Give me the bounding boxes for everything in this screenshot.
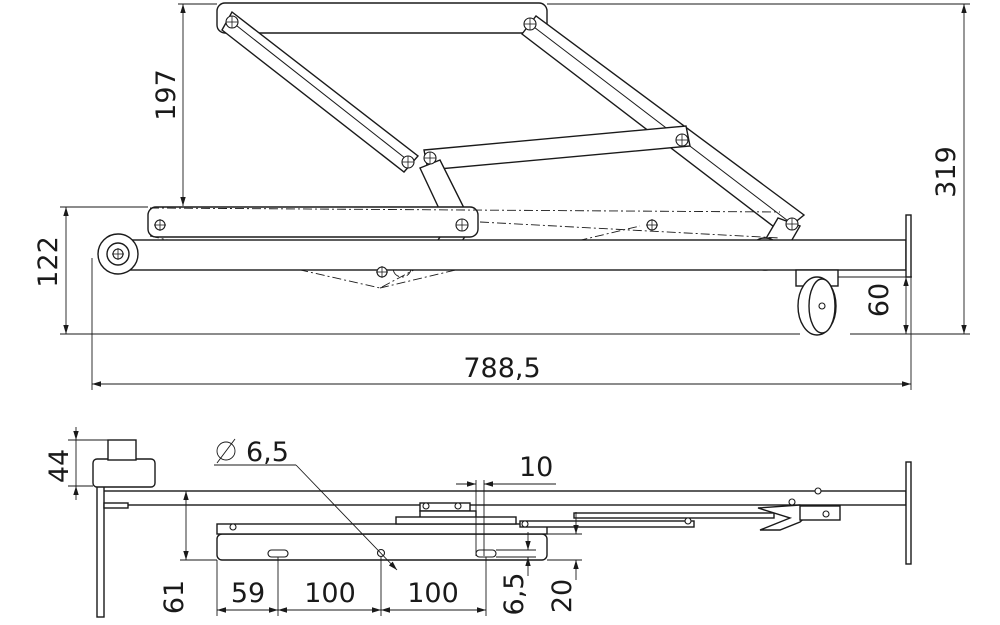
plan-linkage <box>229 487 841 531</box>
dim-319: 319 <box>547 3 970 335</box>
side-view: 197 319 122 60 788,5 <box>33 2 970 390</box>
dim-59-label: 59 <box>231 578 265 609</box>
dim-122-label: 122 <box>33 236 64 288</box>
dim-60-label: 60 <box>864 283 895 317</box>
dim-10-label: 10 <box>519 452 553 483</box>
dim-slot-width-label: 6,5 <box>499 573 530 616</box>
plan-view: 44 6,5 10 61 <box>44 427 912 618</box>
dim-100-a-label: 100 <box>304 578 356 609</box>
base-bar <box>109 239 907 271</box>
dim-20: 20 <box>547 512 582 613</box>
dim-hole-label: 6,5 <box>246 437 289 468</box>
dim-44-label: 44 <box>44 449 75 483</box>
dim-788-5: 788,5 <box>91 258 912 390</box>
dim-197: 197 <box>151 3 217 206</box>
dim-788-5-label: 788,5 <box>463 353 540 384</box>
plan-left-bracket <box>92 439 156 618</box>
dim-61-label: 61 <box>159 580 190 614</box>
end-plate <box>905 214 912 278</box>
dim-122: 122 <box>33 206 800 335</box>
plan-plate-flange <box>216 523 548 535</box>
dim-chain: 59 100 100 <box>216 557 487 616</box>
slot-right <box>475 549 497 558</box>
dim-hole-diameter: 6,5 <box>214 437 398 571</box>
dim-319-label: 319 <box>931 146 962 198</box>
wheel <box>795 269 839 336</box>
top-plate <box>216 2 548 34</box>
lift-arm-middle <box>423 125 691 171</box>
plan-main-bar <box>99 490 907 506</box>
lift-arm-right <box>521 15 806 234</box>
dim-slot-width: 6,5 <box>496 532 536 615</box>
plan-end-plate <box>905 461 912 565</box>
slot-left <box>267 549 289 558</box>
dim-20-label: 20 <box>547 579 578 613</box>
dim-100-b-label: 100 <box>407 578 459 609</box>
dim-10: 10 <box>456 452 556 556</box>
dim-44: 44 <box>44 427 108 500</box>
dim-61: 61 <box>159 491 217 614</box>
dim-197-label: 197 <box>151 69 182 121</box>
lower-plate <box>147 206 479 238</box>
lift-arm-left <box>221 10 420 173</box>
dim-60: 60 <box>838 276 912 334</box>
